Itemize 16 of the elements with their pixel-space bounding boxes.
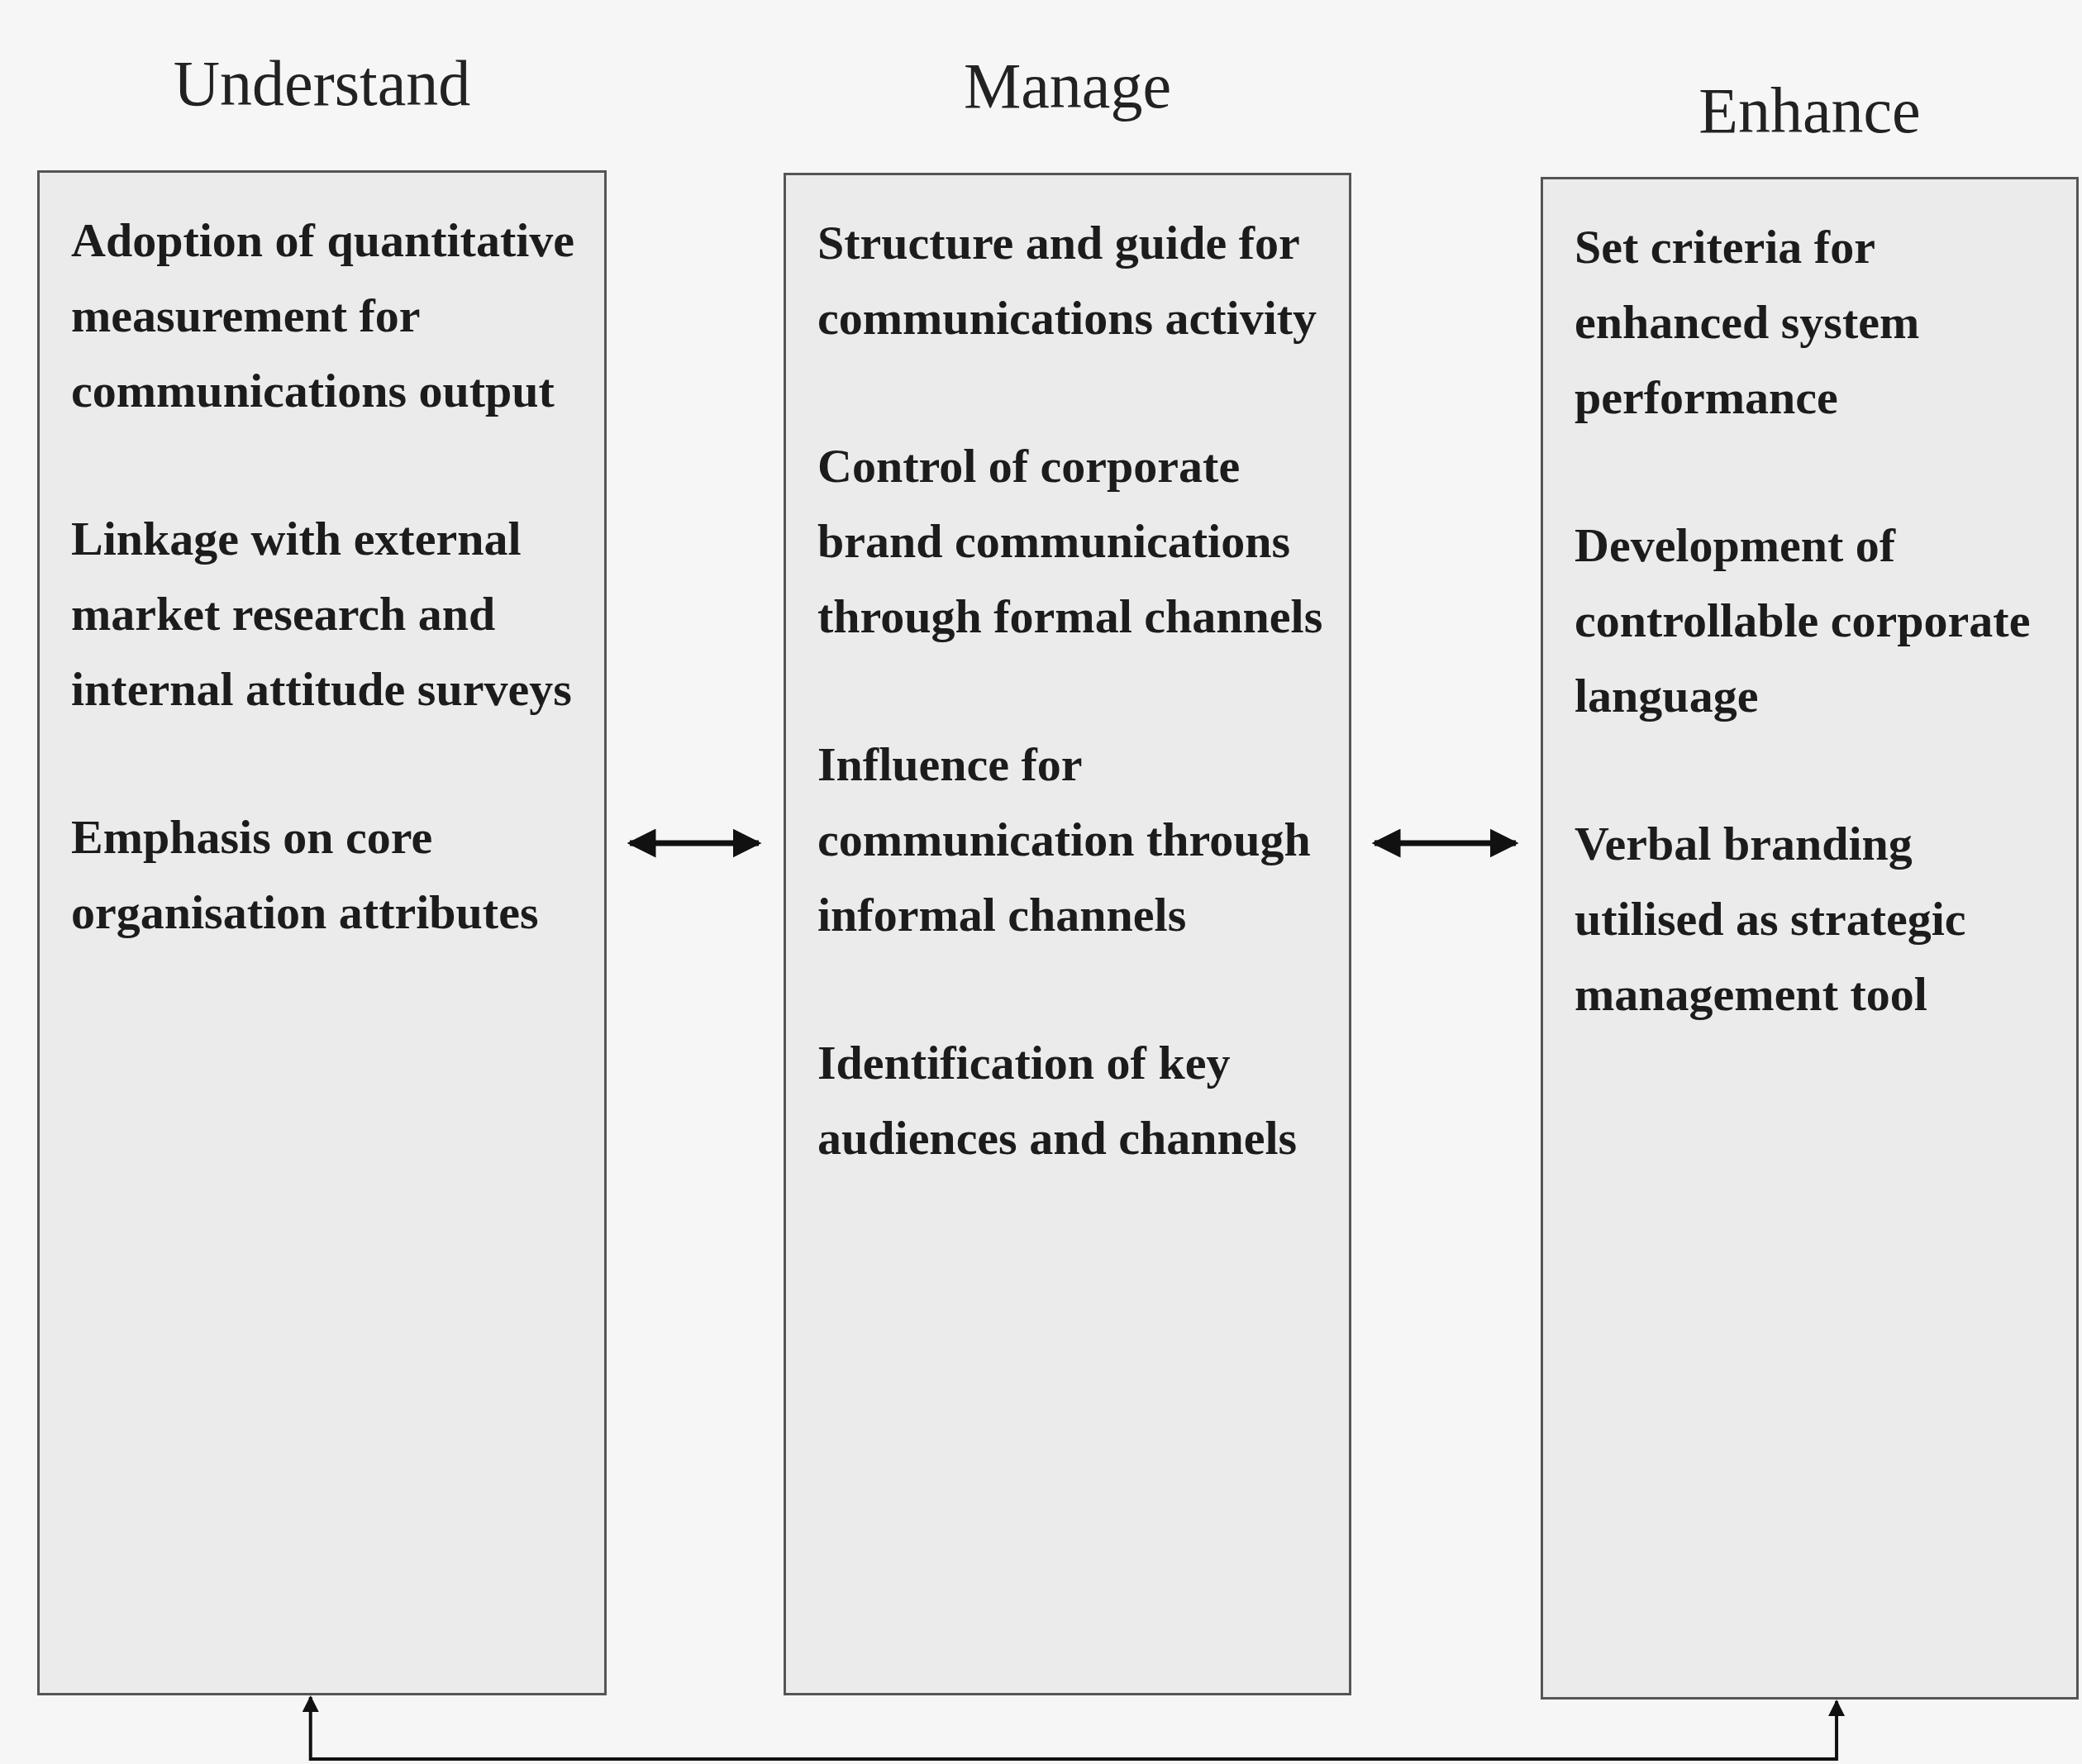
bullet-text: Development of controllable corporate language [1575, 517, 2032, 724]
column-heading: Enhance [1698, 74, 1922, 148]
bullet-text: Linkage with external market research and internal attitude surveys [71, 511, 573, 718]
bullet-text: Control of corporate brand communications through formal channels [817, 438, 1324, 645]
bullet-text: Set criteria for enhanced system performance [1575, 219, 1921, 426]
bullet-text: Identification of key audiences and channels [817, 1035, 1298, 1166]
column-heading: Manage [962, 49, 1173, 123]
bullet-text: Influence for communication through informal channels [817, 737, 1312, 943]
double-arrow [302, 1695, 1846, 1761]
double-arrow [1371, 828, 1519, 858]
bullet-text: Adoption of quantitative measurement for communications output [71, 212, 576, 419]
bullet-text: Emphasis on core organisation attributes [71, 809, 540, 941]
double-arrow [627, 828, 762, 858]
column-heading: Understand [172, 46, 472, 121]
bullet-text: Structure and guide for communications activity [817, 215, 1318, 346]
bullet-text: Verbal branding utilised as strategic management tool [1575, 816, 1967, 1023]
